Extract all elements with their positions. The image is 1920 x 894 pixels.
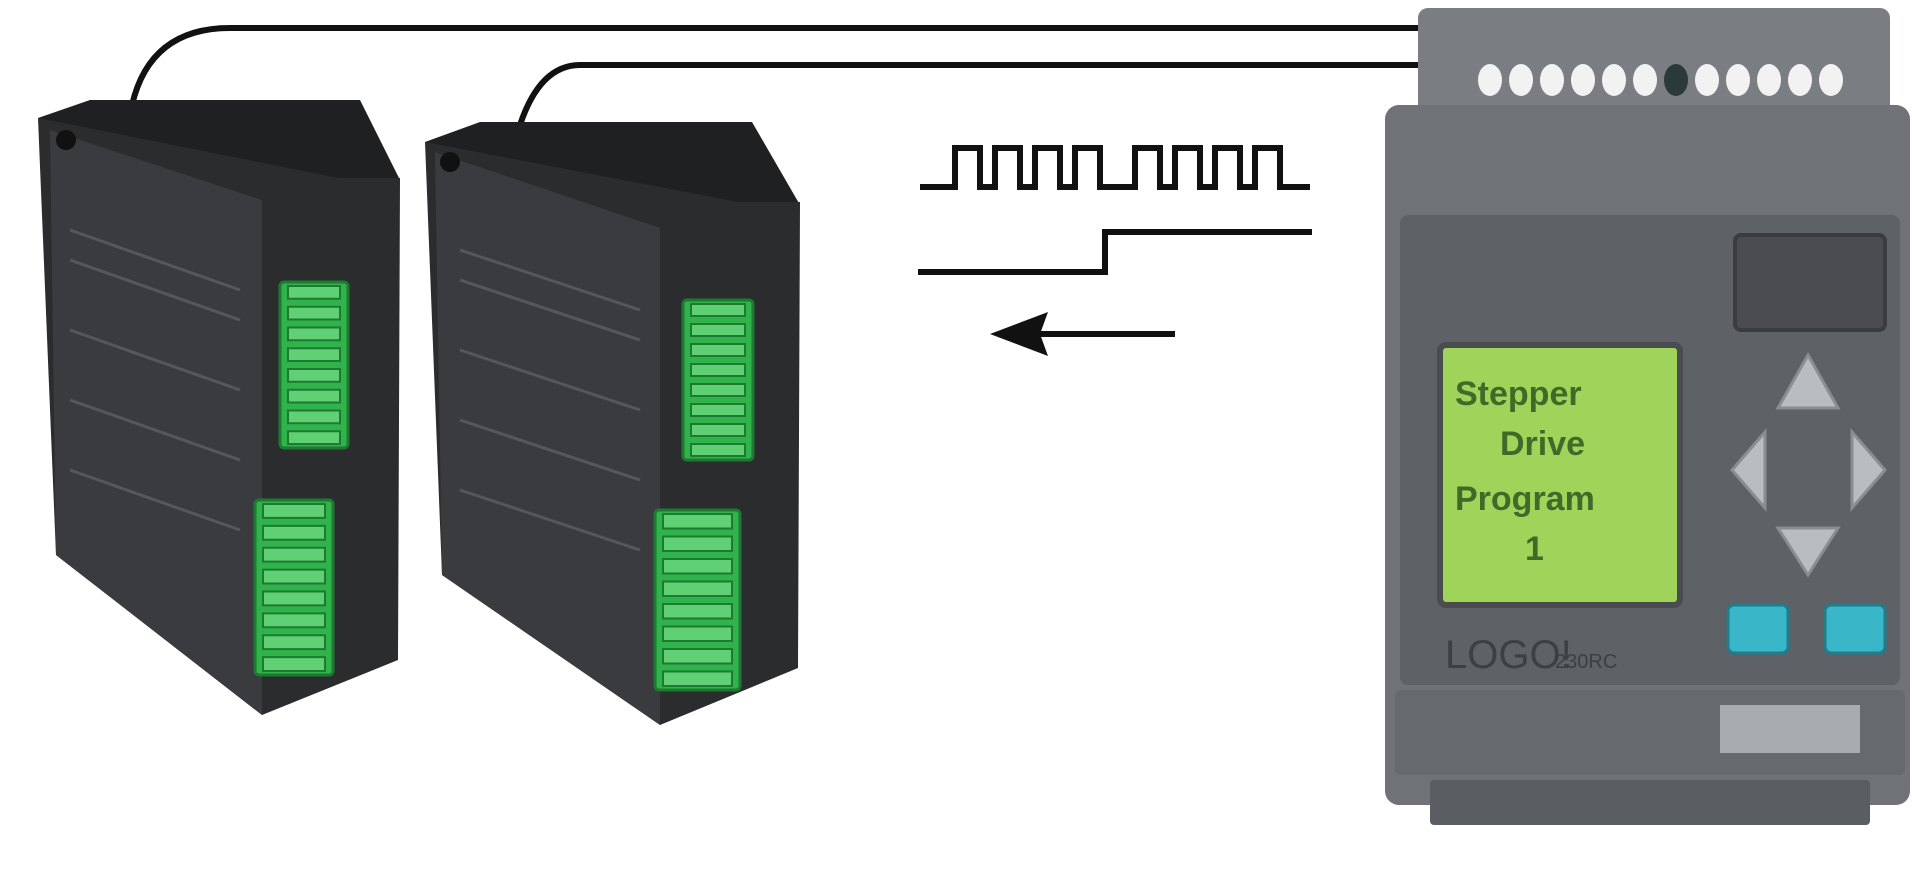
driver-2-upper-pin [690,383,746,397]
driver-1-upper-terminal [278,280,350,450]
plc-terminal-screw [1478,64,1502,96]
driver-1-upper-pin [287,347,341,362]
lcd-line-4: 1 [1525,530,1544,568]
step-signal-icon [918,229,1312,275]
driver-2-lower-pin [662,670,733,687]
driver-1-lower-pin [262,612,326,629]
driver-2-upper-pin [690,363,746,377]
plc-terminal-screw [1633,64,1657,96]
driver-2-mount-hole [440,152,460,172]
driver-2-face-lines [459,248,641,552]
driver-2-lower-pin [662,648,733,665]
driver-2-upper-pin [690,403,746,417]
driver-1-upper-pins [287,285,341,445]
wire-to-driver-2 [517,62,1420,126]
plc-controller: Stepper Drive Program 1 LOGO! 230RC [1385,8,1910,825]
driver-1-upper-pin [287,326,341,342]
driver-2-upper-terminal [681,298,755,462]
plc-terminal-screw [1695,64,1719,96]
plc-bottom-terminal-strip [1430,780,1870,825]
arrow-left-icon [990,312,1175,356]
stepper-driver-2 [425,122,800,725]
plc-model-label: 230RC [1555,651,1617,673]
driver-2-upper-pin [690,443,746,457]
plc-top-terminal-strip [1418,8,1890,118]
driver-2-face [435,152,660,725]
plc-lcd-text: Stepper Drive Program 1 [1455,375,1595,568]
driver-1-lower-pin [262,656,326,672]
square-wave-icon [920,145,1310,190]
plc-terminal-screw [1602,64,1626,96]
signal-symbols [918,145,1312,356]
driver-1-lower-pin [262,568,326,585]
driver-1-lower-pins [262,503,326,672]
driver-1-lower-pin [262,546,326,563]
plc-terminal-screw [1819,64,1843,96]
driver-1-face-lines [69,228,241,532]
lcd-line-2: Drive [1500,425,1585,463]
driver-1-upper-pin [287,388,341,404]
driver-1-lower-pin [262,524,326,541]
driver-2-lower-pin [662,535,733,552]
plc-esc-key[interactable] [1726,603,1790,655]
driver-2-upper-pin [690,423,746,437]
arrow-left-icon[interactable] [1730,427,1767,513]
arrow-up-icon[interactable] [1775,351,1841,410]
plc-lcd-screen [1437,342,1683,608]
wire-to-driver-1 [129,25,1420,106]
plc-terminal-screw [1788,64,1812,96]
plc-label-plate [1720,705,1860,753]
driver-2-lower-pin [662,558,733,575]
plc-ok-key[interactable] [1823,603,1887,655]
driver-1-lower-pin [262,503,326,519]
plc-terminal-screw [1664,64,1688,96]
driver-2-lower-pin [662,513,733,530]
driver-1-upper-pin [287,409,341,425]
driver-1-upper-pin [287,285,341,300]
driver-2-lower-pins [662,513,733,687]
driver-2-lower-terminal [653,508,742,692]
plc-brand-label: LOGO! [1445,633,1572,677]
plc-terminal-screw [1571,64,1595,96]
driver-1-lower-terminal [253,498,335,677]
arrow-right-icon[interactable] [1850,427,1887,513]
driver-1-lower-pin [262,634,326,651]
driver-1-top [38,100,400,180]
driver-1-face [50,130,262,715]
driver-1-upper-pin [287,368,341,383]
plc-terminal-screw [1726,64,1750,96]
plc-nav-keys [1730,351,1887,578]
driver-2-lower-pin [662,625,733,642]
driver-2-upper-pins [690,303,746,457]
driver-2-upper-pin [690,343,746,357]
stepper-driver-1 [38,100,400,715]
plc-terminal-screw [1509,64,1533,96]
control-wires [129,25,1420,126]
driver-1-mount-hole [56,130,76,150]
arrow-down-icon[interactable] [1775,526,1841,578]
plc-module-slot [1733,233,1887,332]
plc-terminal-screw [1540,64,1564,96]
lcd-line-3: Program [1455,480,1595,518]
lcd-line-1: Stepper [1455,375,1582,413]
driver-2-upper-pin [690,303,746,317]
driver-1-upper-pin [287,430,341,445]
driver-2-upper-pin [690,323,746,337]
driver-2-lower-pin [662,603,733,620]
plc-top-terminals [1478,64,1843,96]
driver-1-upper-pin [287,305,341,321]
plc-terminal-screw [1757,64,1781,96]
driver-2-top [425,122,800,205]
driver-1-lower-pin [262,590,326,607]
driver-2-lower-pin [662,580,733,597]
